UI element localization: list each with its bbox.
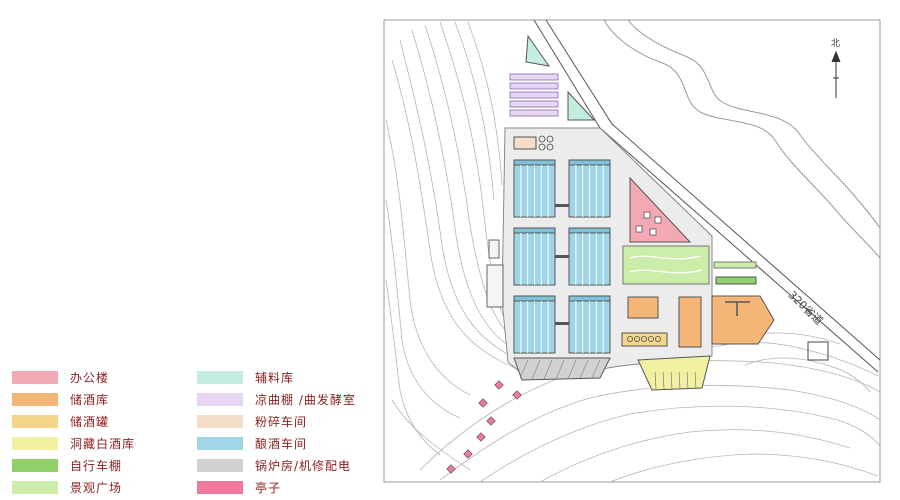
bicycle-shed [715,276,757,285]
brewing-block-cap [513,227,556,234]
north-label: 北 [831,39,841,49]
legend-label: 凉曲棚 /曲发酵室 [255,392,356,407]
legend-swatch [197,480,243,494]
legend-item-brewing: 酿酒车间 [197,435,307,451]
legend-item-cave-storage: 洞藏白酒库 [12,435,135,451]
liquor-tanks [621,332,668,347]
legend-swatch [12,458,58,472]
pavilions [446,380,522,474]
liquor-storage [678,296,702,348]
north-arrow-icon [831,50,841,98]
liquor-storage [627,296,659,319]
legend-swatch [12,480,58,494]
site-frame [383,19,881,483]
legend-label: 储酒库 [70,392,110,407]
tank-circles [627,335,662,342]
boiler-room-hatch [519,359,601,380]
legend-item-bicycle-shed: 自行车棚 [12,457,122,473]
legend-swatch [197,436,243,450]
legend-swatch [197,414,243,428]
parking-strip [486,264,504,308]
office-building [629,176,692,243]
silo-circles [538,135,554,151]
legend-swatch [197,392,243,406]
plaza-paths [629,255,703,274]
legend-label: 锅炉房/机修配电 [255,458,352,473]
legend-label: 景观广场 [70,480,123,495]
brewing-block-cap [513,295,556,302]
boiler-room [513,357,611,381]
auxiliary-storage [567,90,596,121]
legend-item-auxiliary: 辅料库 [197,369,294,385]
legend-swatch [12,370,58,384]
crushing-workshop [513,136,537,150]
legend-swatch [12,392,58,406]
landscape-plaza [622,245,710,285]
legend-swatch [12,414,58,428]
guard-house [807,341,829,361]
plaza-strip [713,261,757,269]
legend-item-boiler: 锅炉房/机修配电 [197,457,351,473]
legend-item-koji-shed: 凉曲棚 /曲发酵室 [197,391,356,407]
block-connectors [555,204,569,325]
legend-label: 自行车棚 [70,458,123,473]
auxiliary-storage [525,34,551,67]
legend-swatch [197,370,243,384]
legend-label: 辅料库 [255,370,295,385]
legend-item-pavilion: 亭子 [197,479,281,495]
legend-label: 洞藏白酒库 [70,436,136,451]
legend-label: 亭子 [255,480,282,495]
legend-item-office: 办公楼 [12,369,109,385]
koji-sheds [509,73,559,117]
river [603,19,881,259]
cave-liquor-storage-lines [654,371,697,390]
legend-label: 酿酒车间 [255,436,308,451]
legend-swatch [12,436,58,450]
brewing-block-cap [513,159,556,166]
legend-label: 储酒罐 [70,414,110,429]
brewing-block-cap [568,227,611,234]
parking-strip [488,239,500,259]
legend-swatch [197,458,243,472]
cave-liquor-storage [637,355,711,391]
liquor-storage-marking [725,301,750,316]
office-building-details [635,211,662,236]
legend-item-liquor-storage: 储酒库 [12,391,109,407]
legend-item-crushing: 粉碎车间 [197,413,307,429]
brewing-workshops [513,159,611,354]
legend-item-liquor-tanks: 储酒罐 [12,413,109,429]
legend-label: 粉碎车间 [255,414,308,429]
legend-item-landscape-plaza: 景观广场 [12,479,122,495]
liquor-storage [711,295,775,345]
brewing-block-cap [568,159,611,166]
brewing-block-cap [568,295,611,302]
legend-label: 办公楼 [70,370,110,385]
